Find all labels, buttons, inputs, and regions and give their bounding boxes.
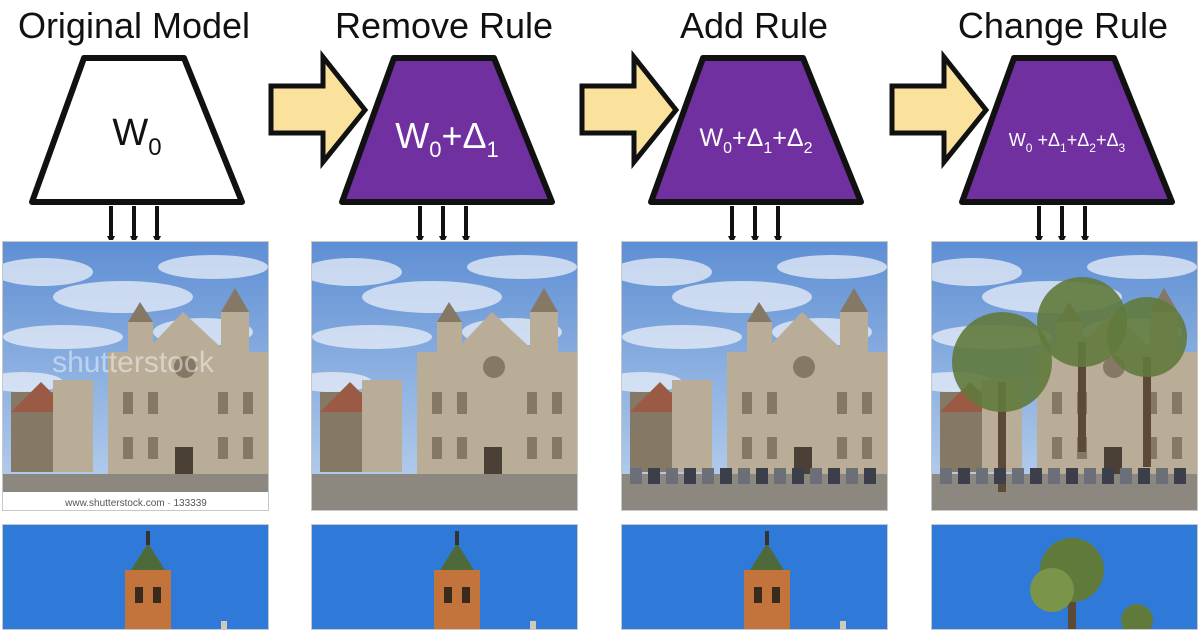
title-change-rule: Change Rule [957,5,1169,46]
output-image-original-cathedral: shutterstock www.shutterstock.com · 13333… [2,241,269,511]
output-arrows-3 [728,206,782,240]
title-original-model: Original Model [17,5,251,46]
block-arrow-2 [579,49,680,170]
watermark-caption: www.shutterstock.com · 133339 [64,498,207,509]
weight-label-original: W0 [112,112,161,161]
model-change-trapezoid [959,55,1175,205]
output-image-add-tower [621,524,888,630]
title-add-rule: Add Rule [679,5,829,46]
output-arrows-2 [416,206,470,240]
output-image-remove-cathedral [311,241,578,511]
model-original-trapezoid [29,55,245,205]
output-arrows-1 [107,206,161,240]
model-add-trapezoid [648,55,864,205]
weight-label-add: W0+Δ1+Δ2 [700,124,813,157]
model-remove-trapezoid [339,55,555,205]
output-image-change-tower [931,524,1198,630]
output-image-change-cathedral [931,241,1198,511]
output-image-remove-tower [311,524,578,630]
watermark-text: shutterstock [52,346,215,379]
block-arrow-1 [268,49,369,170]
weight-label-change: W0 +Δ1+Δ2+Δ3 [1009,130,1126,155]
model-diagram: W0 W0+Δ1 W0+Δ1+Δ2 W0 +Δ1+Δ2+Δ3 [29,49,1175,240]
output-image-original-tower [2,524,269,630]
title-remove-rule: Remove Rule [334,5,554,46]
output-arrows-4 [1035,206,1089,240]
block-arrow-3 [889,49,990,170]
weight-label-remove: W0+Δ1 [395,115,499,162]
output-image-add-cathedral [621,241,888,511]
